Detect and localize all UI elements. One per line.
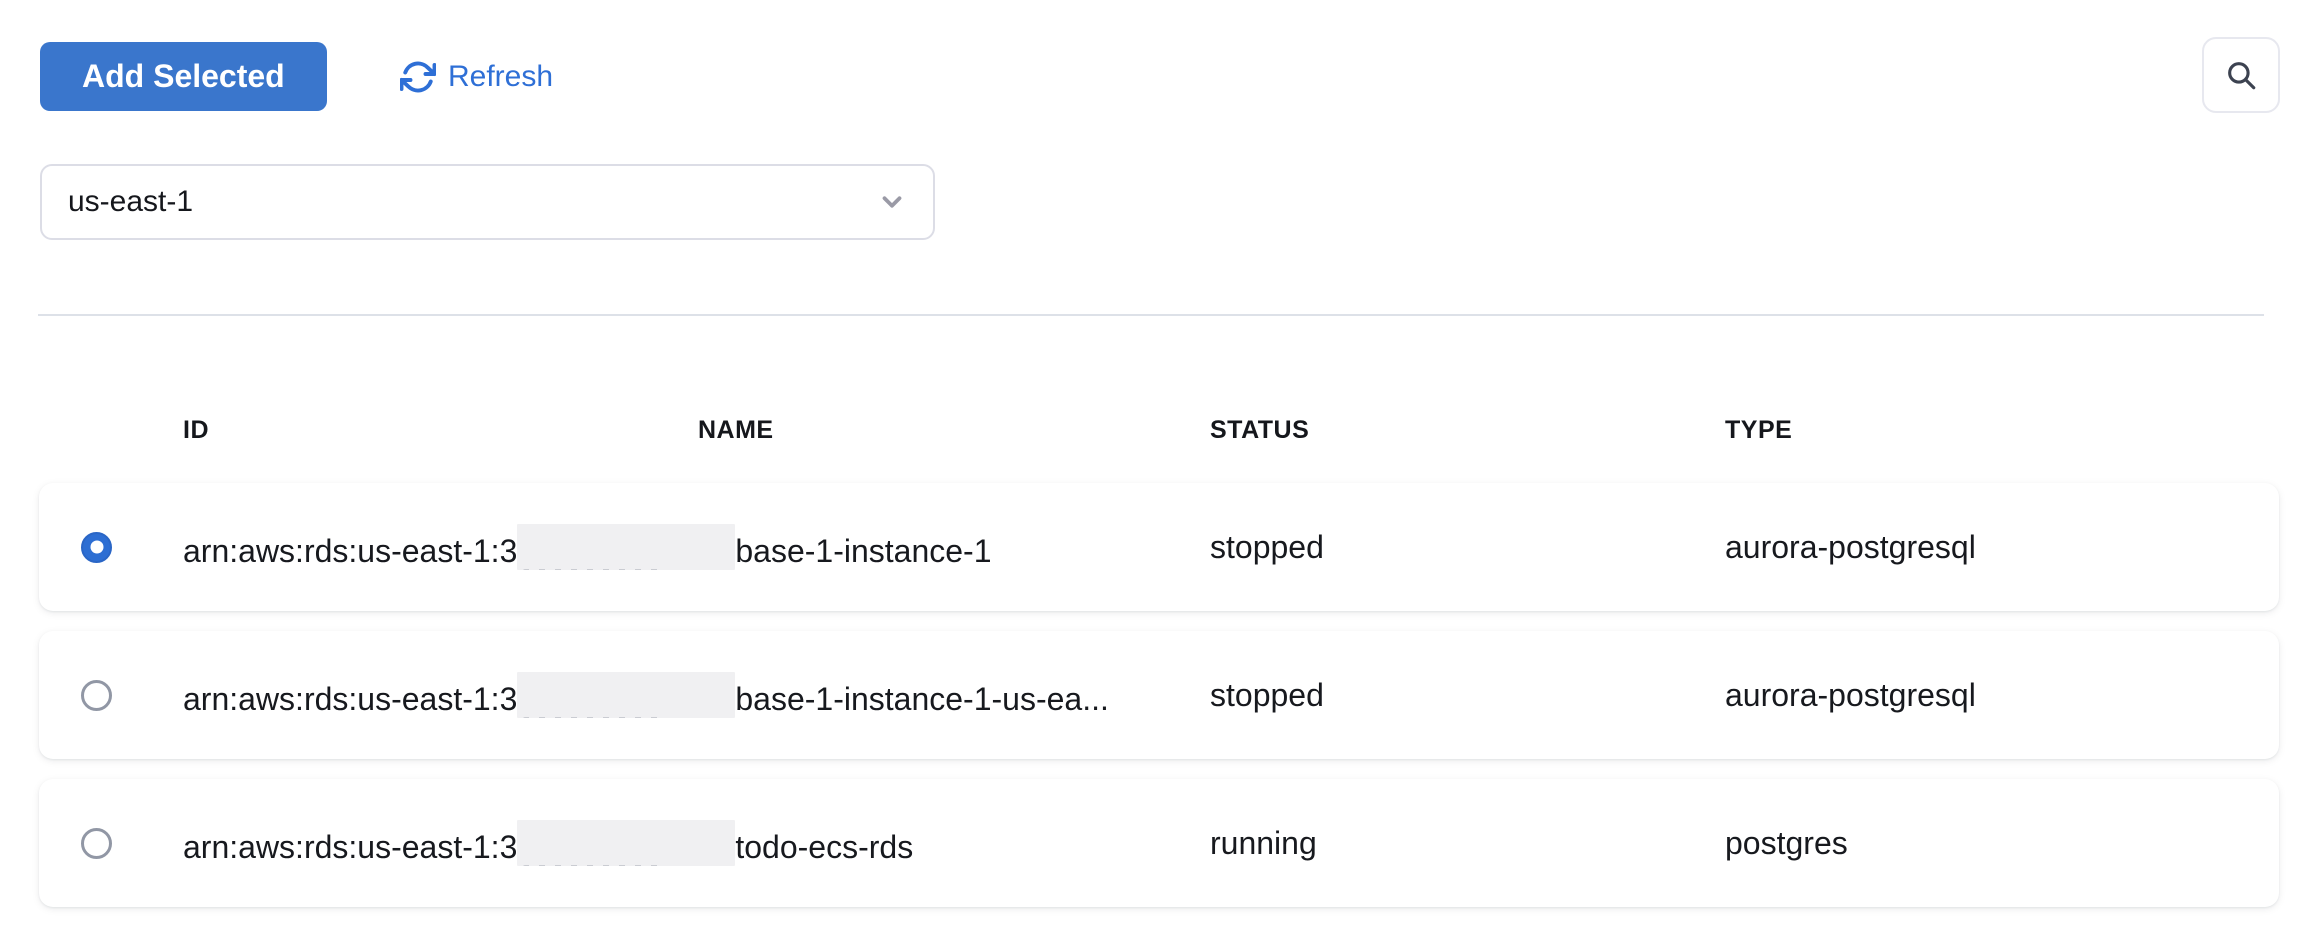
radio-cell xyxy=(39,531,183,563)
redaction-box xyxy=(517,524,736,570)
search-icon xyxy=(2224,58,2258,92)
redaction-box xyxy=(517,820,736,866)
row-radio[interactable] xyxy=(81,531,112,563)
refresh-label: Refresh xyxy=(448,59,554,93)
cell-status: running xyxy=(1210,824,1317,861)
id-prefix: arn:aws:rds:us-east-1:3 xyxy=(183,681,518,717)
table-row[interactable]: arn:aws:rds:us-east-1:3 base-1-instance-1… xyxy=(39,483,2279,611)
id-suffix: todo-ecs-rds xyxy=(735,829,914,865)
column-header-name: NAME xyxy=(698,415,774,444)
search-button[interactable] xyxy=(2202,37,2280,113)
table-body: arn:aws:rds:us-east-1:3 base-1-instance-1… xyxy=(39,483,2279,927)
column-header-type: TYPE xyxy=(1725,415,1793,444)
cell-id: arn:aws:rds:us-east-1:3 base-1-instance-1… xyxy=(183,672,1210,718)
refresh-button[interactable]: Refresh xyxy=(400,42,553,111)
row-radio[interactable] xyxy=(81,827,112,859)
radio-cell xyxy=(39,827,183,859)
table-header: ID NAME STATUS TYPE xyxy=(39,404,2279,456)
column-header-status: STATUS xyxy=(1210,415,1310,444)
cell-id: arn:aws:rds:us-east-1:3 base-1-instance-1 xyxy=(183,524,1210,570)
redaction-box xyxy=(517,672,736,718)
cell-type: postgres xyxy=(1725,824,1848,861)
cell-type: aurora-postgresql xyxy=(1725,528,1976,565)
id-suffix: base-1-instance-1-us-ea... xyxy=(735,681,1109,717)
id-suffix: base-1-instance-1 xyxy=(735,533,992,569)
row-radio[interactable] xyxy=(81,679,112,711)
table-row[interactable]: arn:aws:rds:us-east-1:3 base-1-instance-1… xyxy=(39,631,2279,759)
cell-status: stopped xyxy=(1210,528,1324,565)
refresh-icon xyxy=(400,59,436,95)
region-select[interactable]: us-east-1 xyxy=(40,164,935,240)
id-prefix: arn:aws:rds:us-east-1:3 xyxy=(183,533,518,569)
cell-id: arn:aws:rds:us-east-1:3 todo-ecs-rds xyxy=(183,820,1210,866)
id-prefix: arn:aws:rds:us-east-1:3 xyxy=(183,829,518,865)
toolbar: Add Selected Refresh xyxy=(0,0,2298,150)
column-header-id: ID xyxy=(183,415,209,444)
cell-status: stopped xyxy=(1210,676,1324,713)
section-divider xyxy=(38,314,2264,316)
radio-cell xyxy=(39,679,183,711)
cell-type: aurora-postgresql xyxy=(1725,676,1976,713)
table-row[interactable]: arn:aws:rds:us-east-1:3 todo-ecs-rds runn… xyxy=(39,779,2279,907)
add-selected-button[interactable]: Add Selected xyxy=(40,42,327,111)
chevron-down-icon xyxy=(877,187,907,217)
region-select-value: us-east-1 xyxy=(68,185,194,218)
